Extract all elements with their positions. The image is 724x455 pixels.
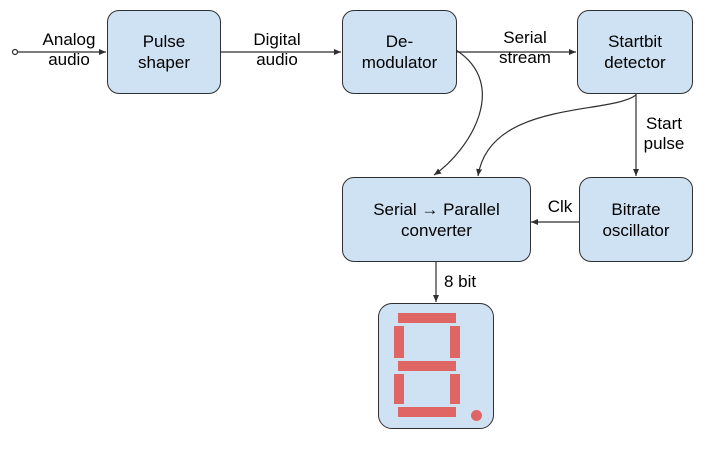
label-clk: Clk (547, 197, 573, 216)
segment-d (398, 407, 456, 417)
input-terminal (11, 48, 19, 56)
pulse-shaper-block: Pulse shaper (107, 10, 221, 94)
label-digital-audio: Digital audio (253, 30, 301, 69)
decimal-point (471, 410, 482, 421)
arrow-startbit-to-converter (476, 94, 637, 177)
segment-e (394, 374, 404, 404)
segment-b (450, 326, 460, 358)
segment-a (398, 313, 456, 323)
segment-f (394, 326, 404, 358)
startbit-detector-block: Startbit detector (577, 10, 693, 94)
label-start-pulse: Start pulse (643, 114, 685, 153)
label-8-bit: 8 bit (444, 272, 477, 291)
demodulator-block: De- modulator (342, 10, 457, 94)
bitrate-oscillator-block: Bitrate oscillator (579, 177, 693, 262)
segment-c (450, 374, 460, 404)
label-analog-audio: Analog audio (42, 30, 96, 69)
label-serial-stream: Serial stream (499, 28, 551, 67)
arrow-demodulator-to-converter (433, 49, 483, 176)
segment-g (398, 361, 456, 371)
serial-parallel-converter-block: Serial → Parallel converter (342, 177, 531, 262)
